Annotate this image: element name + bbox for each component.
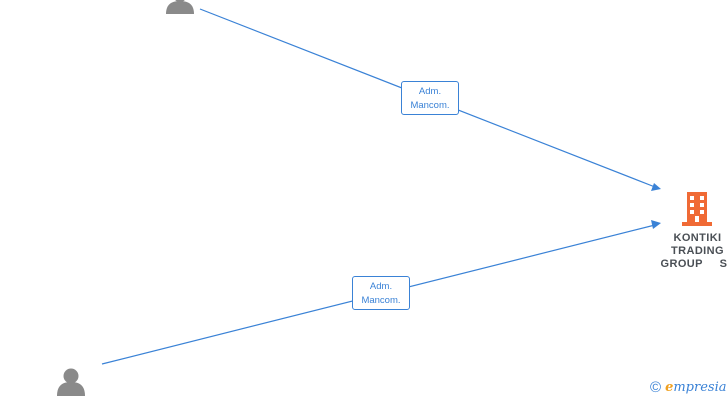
edge-label[interactable]: Adm. Mancom. [352, 276, 410, 310]
arrow-head-bottom [651, 220, 661, 229]
company-name[interactable]: KONTIKI TRADING GROUP SL [650, 232, 728, 271]
watermark: © e mpresia [650, 379, 726, 397]
building-icon [682, 192, 712, 226]
person-icon[interactable] [57, 368, 85, 397]
edge-label[interactable]: Adm. Mancom. [401, 81, 459, 115]
person-icon[interactable] [166, 0, 194, 14]
company-name-line: KONTIKI [673, 232, 722, 244]
brand-logo-initial: e [665, 380, 674, 395]
brand-logo-text: mpresia [673, 380, 727, 395]
arrow-head-top [651, 183, 661, 191]
company-name-line: GROUP SL [660, 258, 728, 270]
company-name-line: TRADING [671, 245, 724, 257]
edge-label-role: Adm. [369, 280, 393, 292]
copyright-symbol: © [650, 379, 662, 396]
edge-label-role-type: Mancom. [410, 99, 450, 111]
edge-label-role-type: Mancom. [361, 294, 401, 306]
edge-label-role: Adm. [418, 85, 442, 97]
